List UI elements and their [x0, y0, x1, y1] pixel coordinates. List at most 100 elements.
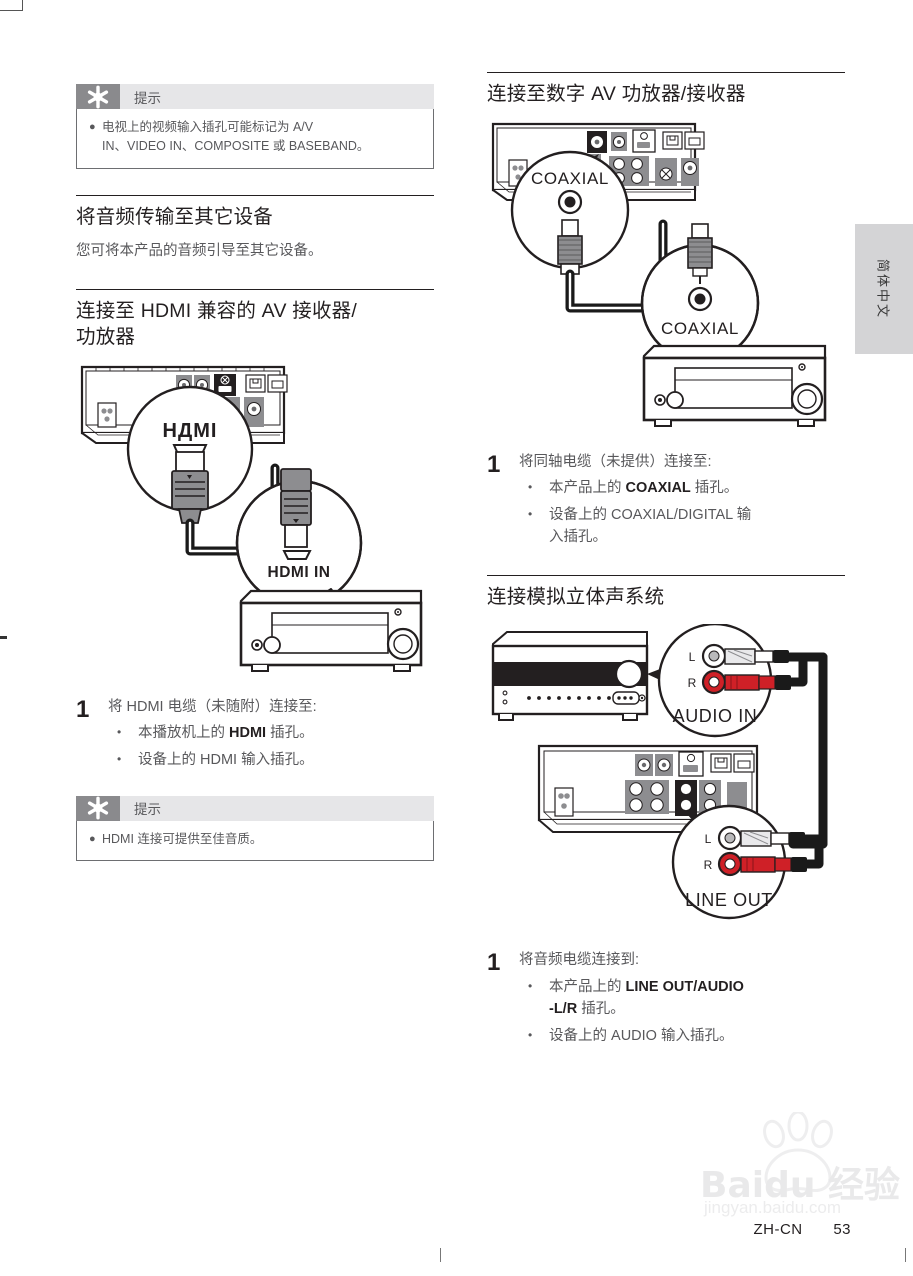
- crop-mark-left-edge: [0, 636, 7, 639]
- svg-text:COAXIAL: COAXIAL: [531, 169, 609, 188]
- step-sub-item: • 设备上的 COAXIAL/DIGITAL 输入插孔。: [519, 505, 845, 549]
- label-channel-right: R: [704, 858, 713, 872]
- callout-label-hdmi-in: HDMI IN: [268, 564, 331, 581]
- tip-body: ● HDMI 连接可提供至佳音质。: [76, 820, 434, 862]
- sub-prefix: 本产品上的: [549, 979, 626, 996]
- analog-stereo-connection-diagram: L R: [487, 624, 845, 936]
- language-side-tab: 简体中文: [855, 224, 913, 354]
- step-sub-item: • 本产品上的 COAXIAL 插孔。: [519, 478, 845, 500]
- sub-suffix: 插孔。: [266, 725, 314, 742]
- language-side-tab-label: 简体中文: [875, 258, 891, 320]
- svg-text:HДMI: HДMI: [163, 420, 218, 442]
- tip-title: 提示: [120, 84, 434, 109]
- section-rule-coaxial: [487, 72, 845, 73]
- sub-prefix: 设备上的 COAXIAL/DIGITAL 输: [549, 507, 752, 524]
- coaxial-plug-receiver: [687, 222, 713, 284]
- sub-prefix: 本产品上的: [549, 480, 626, 497]
- sub-suffix: 插孔。: [690, 480, 739, 497]
- hdmi-jack-highlight: [214, 373, 236, 396]
- left-column: 提示 ● 电视上的视频输入插孔可能标记为 A/V IN、VIDEO IN、COM…: [76, 84, 434, 862]
- section-rule-analog: [487, 574, 845, 576]
- rca-plug-red-in: [724, 674, 791, 692]
- step-content: 将 HDMI 电缆（未随附）连接至: • 本播放机上的 HDMI 插孔。 • 设…: [108, 697, 434, 772]
- baidu-watermark: Baidu 经验 jingyan.baidu.com: [700, 1108, 910, 1218]
- tip-header: 提示: [76, 795, 434, 821]
- audio-cable-bottom: [798, 834, 824, 869]
- tip-list-item: ● 电视上的视频输入插孔可能标记为 A/V IN、VIDEO IN、COMPOS…: [89, 118, 421, 157]
- step-sub-item: • 设备上的 AUDIO 输入插孔。: [519, 1026, 845, 1048]
- bullet-glyph: •: [117, 725, 122, 740]
- watermark-url: jingyan.baidu.com: [704, 1198, 842, 1217]
- step-sub-text: 设备上的 HDMI 输入插孔。: [138, 750, 434, 772]
- coaxial-jack-highlight: [587, 130, 607, 153]
- sub-suffix-2: 插孔。: [577, 1000, 625, 1017]
- step-sub-item: • 设备上的 HDMI 输入插孔。: [108, 750, 434, 772]
- step-number: 1: [487, 450, 501, 478]
- label-channel-right: R: [688, 676, 697, 690]
- sub-strong-2: -L/R: [549, 1000, 578, 1017]
- line-out-right-jack: R: [704, 852, 743, 877]
- step-lead-text: 将 HDMI 电缆（未随附）连接至:: [108, 698, 317, 715]
- step-sub-item: • 本播放机上的 HDMI 插孔。: [108, 723, 434, 745]
- section-rule-audio: [76, 194, 434, 196]
- heading-hdmi-line-2: 功放器: [76, 325, 136, 348]
- step-number: 1: [487, 949, 501, 977]
- bullet-glyph: •: [528, 1027, 533, 1042]
- audio-in-left-jack: L: [689, 644, 727, 669]
- watermark-text: Baidu 经验: [700, 1165, 901, 1206]
- tip-item-line-1: 电视上的视频输入插孔可能标记为 A/V: [102, 120, 314, 134]
- rca-plug-white-in: [724, 648, 789, 666]
- line-out-jack-highlight: [675, 780, 697, 817]
- rear-panel-jacks: [508, 129, 705, 187]
- heading-hdmi-line-1: 连接至 HDMI 兼容的 AV 接收器/: [76, 300, 357, 323]
- coaxial-connection-diagram: COAXIAL: [487, 118, 845, 438]
- sub-strong: HDMI: [229, 725, 267, 742]
- step-content: 将同轴电缆（未提供）连接至: • 本产品上的 COAXIAL 插孔。 • 设备上…: [519, 452, 845, 549]
- footer-page-number: 53: [833, 1221, 851, 1238]
- crop-mark-top-left-horizontal: [0, 10, 22, 11]
- paw-print-icon: [763, 1112, 833, 1192]
- section-rule-hdmi: [76, 289, 434, 291]
- tip-item-text: HDMI 连接可提供至佳音质。: [102, 830, 421, 849]
- rca-plug-red-out: [740, 856, 807, 874]
- tip-item-line-2: IN、VIDEO IN、COMPOSITE 或 BASEBAND。: [102, 139, 370, 154]
- rca-plug-white-out: [740, 830, 805, 848]
- tip-title: 提示: [120, 795, 434, 821]
- step-sub-text: 本产品上的 COAXIAL 插孔。: [549, 478, 845, 500]
- callout-coaxial-out: COAXIAL: [510, 150, 630, 269]
- footer-language-code: ZH-CN: [753, 1221, 803, 1238]
- sub-strong: LINE OUT/AUDIO: [625, 979, 744, 996]
- step-lead-text: 将同轴电缆（未提供）连接至:: [519, 453, 712, 470]
- step-lead-text: 将音频电缆连接到:: [519, 952, 640, 969]
- sub-prefix: 设备上的 HDMI 输入插孔。: [138, 752, 314, 769]
- tip-body: ● 电视上的视频输入插孔可能标记为 A/V IN、VIDEO IN、COMPOS…: [76, 109, 434, 169]
- step-hdmi: 1 将 HDMI 电缆（未随附）连接至: • 本播放机上的 HDMI 插孔。 •…: [76, 697, 434, 772]
- tip-item-line-1: HDMI 连接可提供至佳音质。: [102, 831, 263, 846]
- callout-label-coaxial-in: COAXIAL: [661, 319, 739, 338]
- step-analog: 1 将音频电缆连接到: • 本产品上的 LINE OUT/AUDIO -L/R 插…: [487, 950, 845, 1047]
- heading-coaxial: 连接至数字 AV 功放器/接收器: [487, 83, 746, 105]
- crop-mark-top-left-vertical: [22, 0, 23, 11]
- step-sub-text: 设备上的 COAXIAL/DIGITAL 输入插孔。: [549, 505, 845, 549]
- tip-box-video-input: 提示 ● 电视上的视频输入插孔可能标记为 A/V IN、VIDEO IN、COM…: [76, 84, 434, 169]
- bullet-glyph: •: [528, 507, 533, 522]
- step-sub-text: 设备上的 AUDIO 输入插孔。: [549, 1026, 845, 1048]
- tip-item-text: 电视上的视频输入插孔可能标记为 A/V IN、VIDEO IN、COMPOSIT…: [102, 118, 421, 157]
- heading-transfer-audio: 将音频传输至其它设备: [76, 205, 274, 228]
- callout-label-audio-in: AUDIO IN: [673, 706, 758, 726]
- bullet-glyph: •: [528, 480, 533, 495]
- paragraph-transfer-audio: 您可将本产品的音频引导至其它设备。: [76, 243, 323, 260]
- stereo-amplifier: [491, 631, 649, 722]
- tip-header: 提示: [76, 84, 434, 109]
- coaxial-plug-player: [557, 218, 583, 275]
- asterisk-icon: [76, 84, 120, 109]
- heading-analog: 连接模拟立体声系统: [487, 585, 665, 608]
- asterisk-icon: [76, 795, 120, 821]
- tip-list-item: ● HDMI 连接可提供至佳音质。: [89, 830, 421, 849]
- av-receiver: [642, 344, 827, 427]
- hdmi-plug-receiver: [280, 467, 312, 560]
- crop-mark-bottom-right: [905, 1248, 906, 1262]
- bullet-glyph: •: [117, 752, 122, 767]
- step-sub-text: 本产品上的 LINE OUT/AUDIO -L/R 插孔。: [549, 977, 845, 1021]
